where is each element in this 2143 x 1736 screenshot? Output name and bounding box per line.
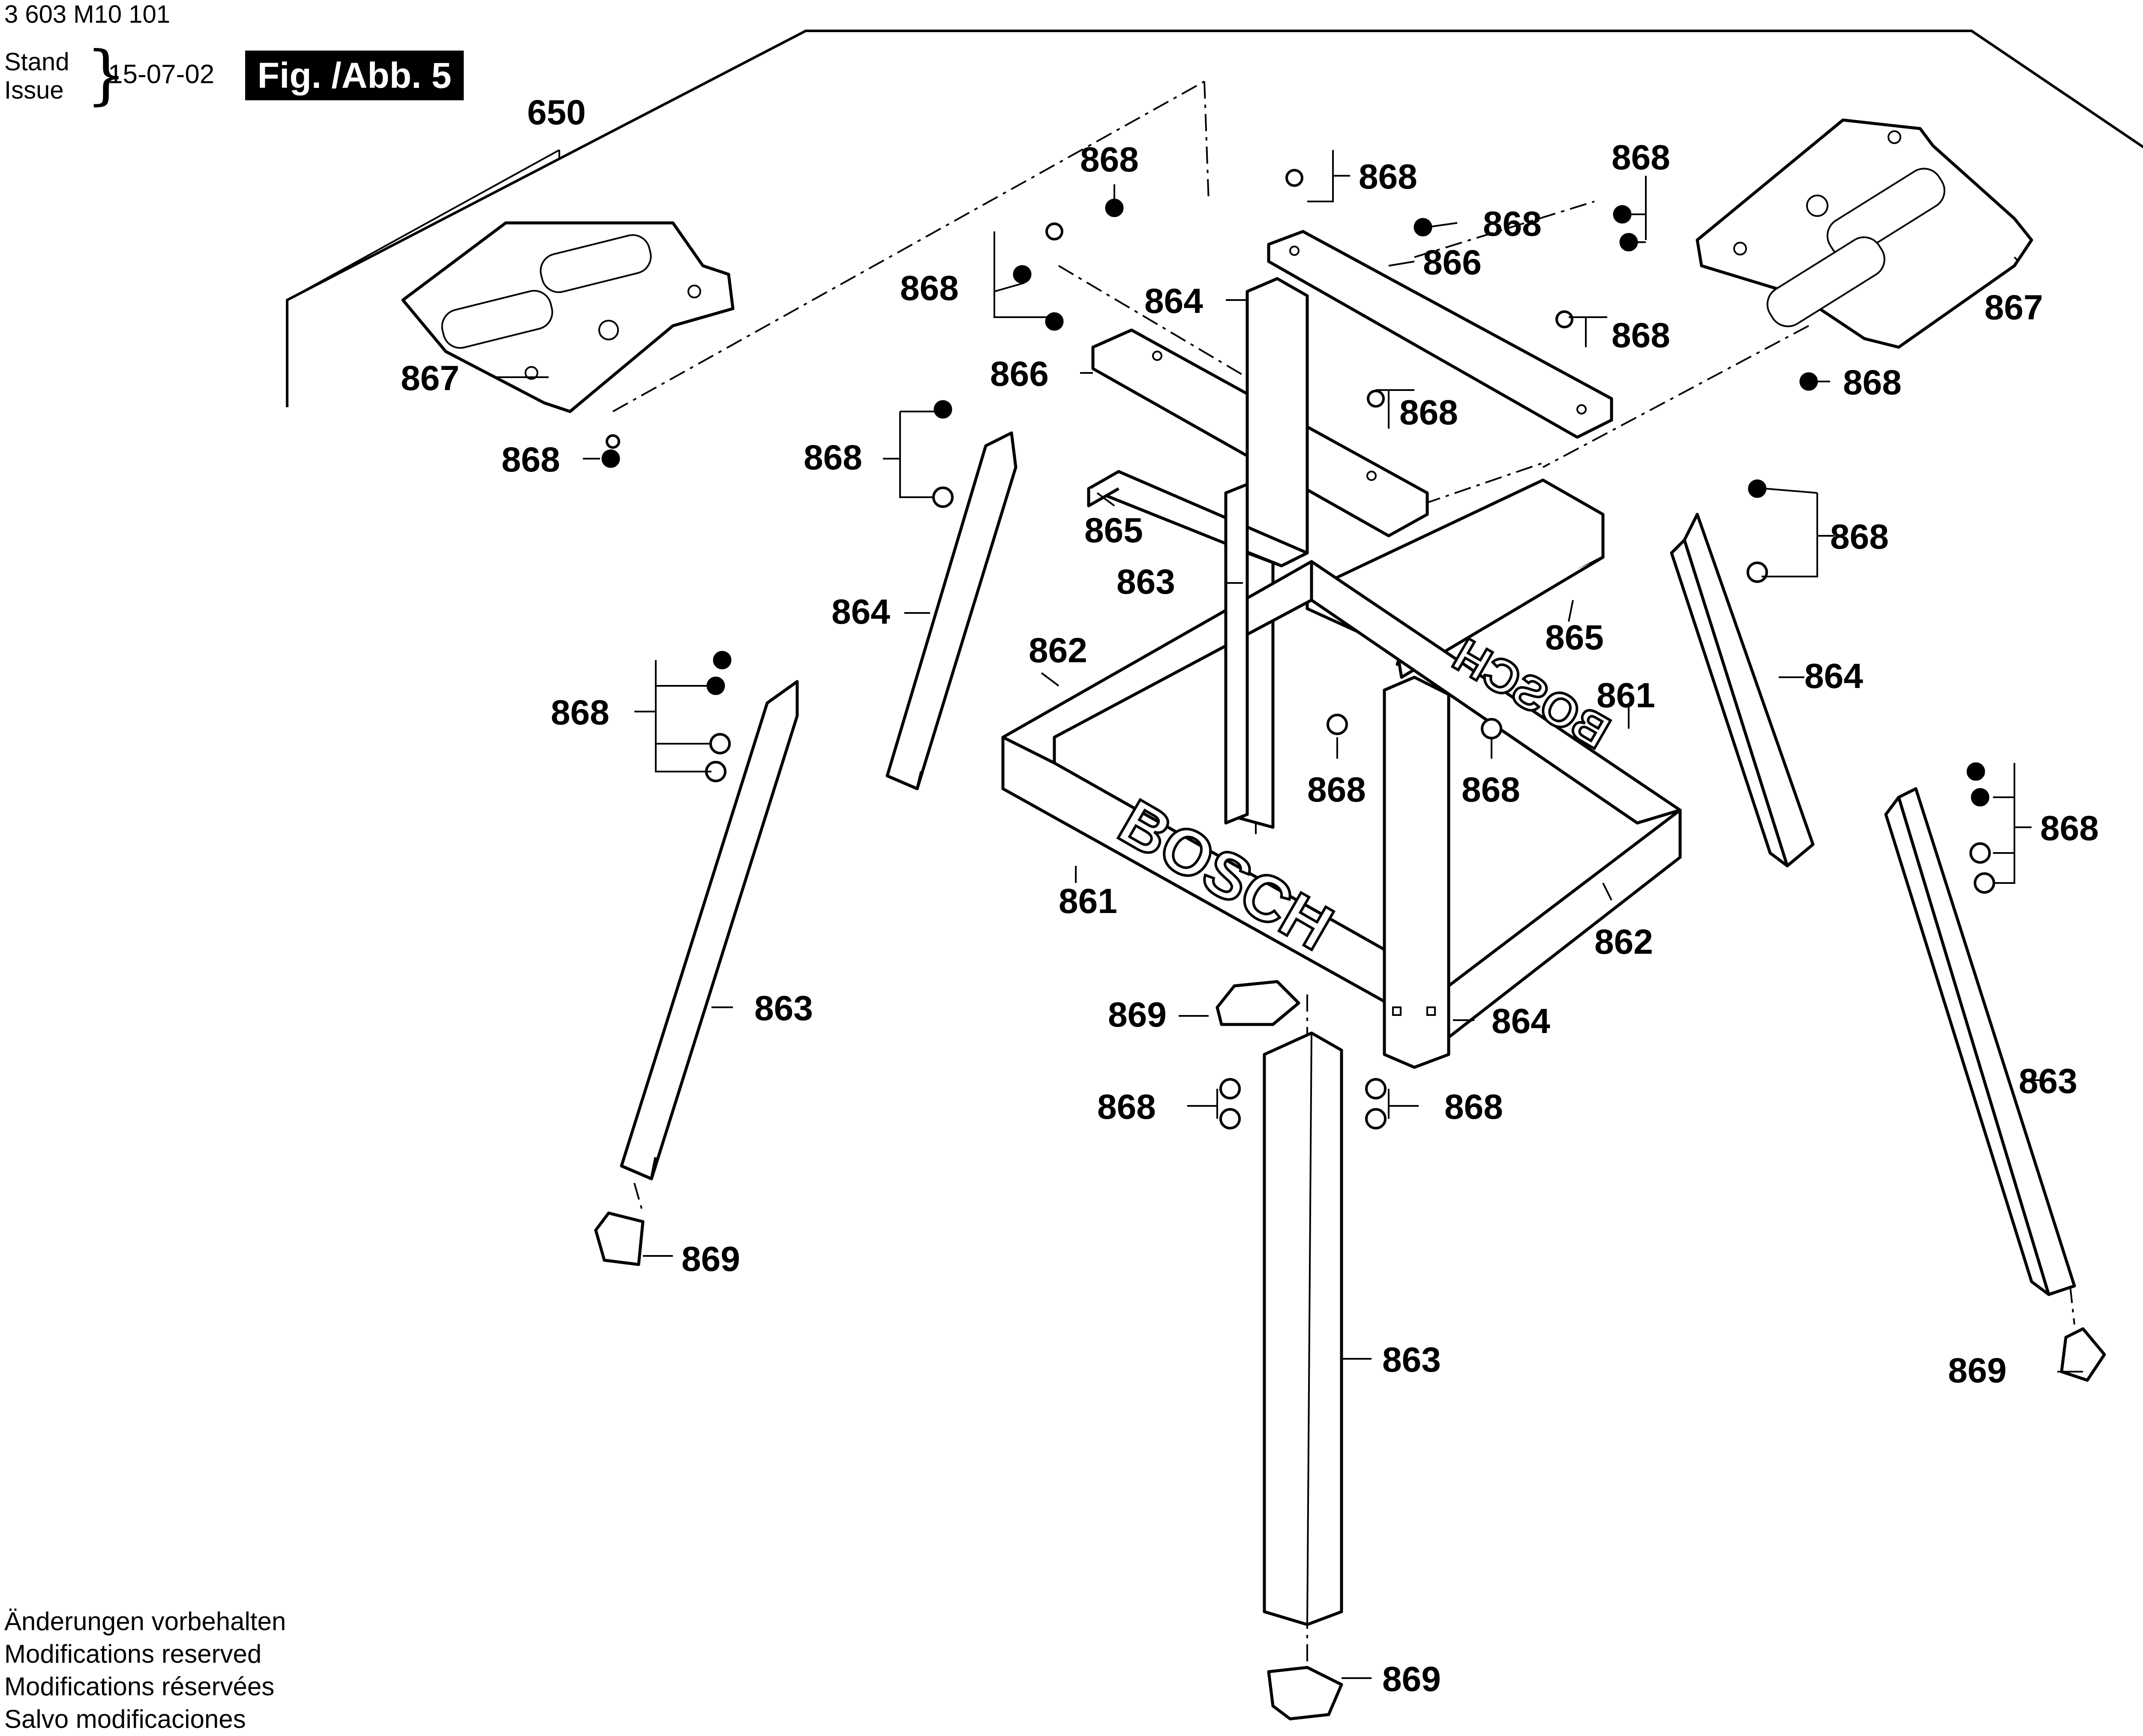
label-leaders bbox=[287, 149, 2083, 1679]
figure-badge: Fig. /Abb. 5 bbox=[245, 51, 464, 100]
label-868: 868 bbox=[1462, 770, 1520, 809]
note-fr: Modifications réservées bbox=[4, 1672, 275, 1701]
label-862: 862 bbox=[1594, 922, 1653, 961]
label-869: 869 bbox=[681, 1240, 740, 1279]
label-868: 868 bbox=[2040, 809, 2099, 848]
stand-frame: BOSCH BOSCH bbox=[1001, 560, 1682, 1039]
label-868: 868 bbox=[1399, 393, 1458, 432]
label-868: 868 bbox=[1097, 1087, 1156, 1126]
label-868: 868 bbox=[804, 438, 862, 477]
label-868: 868 bbox=[1612, 316, 1670, 355]
label-863: 863 bbox=[1117, 562, 1175, 601]
label-863: 863 bbox=[754, 989, 813, 1028]
label-868: 868 bbox=[1843, 363, 1902, 402]
label-864: 864 bbox=[1804, 657, 1863, 696]
document-number: 3 603 M10 101 bbox=[4, 0, 170, 28]
label-869: 869 bbox=[1382, 1660, 1441, 1699]
leg-bracket-right bbox=[1670, 513, 1815, 868]
label-868: 868 bbox=[1307, 770, 1366, 809]
mounting-plate-left bbox=[401, 221, 735, 413]
fastener-nuts bbox=[601, 198, 1990, 807]
issue-date: 15-07-02 bbox=[108, 60, 215, 89]
assembly-outline bbox=[286, 30, 2143, 407]
stand-label: Stand bbox=[4, 48, 69, 76]
label-868: 868 bbox=[1612, 138, 1670, 177]
label-865: 865 bbox=[1545, 618, 1604, 657]
label-866: 866 bbox=[990, 354, 1049, 393]
note-es: Salvo modificaciones bbox=[4, 1705, 246, 1733]
note-de: Änderungen vorbehalten bbox=[4, 1607, 286, 1636]
label-863: 863 bbox=[1382, 1340, 1441, 1379]
label-862: 862 bbox=[1029, 631, 1087, 670]
label-863: 863 bbox=[2019, 1062, 2077, 1101]
label-868: 868 bbox=[1830, 517, 1889, 556]
label-868: 868 bbox=[551, 693, 609, 732]
label-865: 865 bbox=[1084, 511, 1143, 550]
issue-label: Issue bbox=[4, 76, 64, 104]
label-861: 861 bbox=[1059, 882, 1117, 921]
leg-front bbox=[1263, 1031, 1343, 1626]
label-868: 868 bbox=[1444, 1087, 1503, 1126]
label-867: 867 bbox=[1984, 288, 2043, 327]
fastener-knobs bbox=[606, 169, 1995, 1129]
label-868: 868 bbox=[900, 269, 959, 308]
label-861: 861 bbox=[1597, 676, 1655, 715]
leg-left bbox=[620, 680, 799, 1180]
leg-bracket-front bbox=[1383, 676, 1450, 1069]
leg-bracket-left bbox=[885, 431, 1017, 790]
label-868: 868 bbox=[1483, 204, 1542, 243]
label-866: 866 bbox=[1423, 243, 1482, 282]
label-869: 869 bbox=[1948, 1351, 2007, 1390]
label-869: 869 bbox=[1108, 995, 1167, 1034]
label-868: 868 bbox=[501, 440, 560, 479]
leg-right bbox=[1884, 787, 2076, 1296]
label-868: 868 bbox=[1359, 157, 1417, 196]
part-labels: 650 868 868 868 868 866 868 864 867 868 … bbox=[401, 93, 2099, 1699]
label-868: 868 bbox=[1080, 140, 1139, 179]
label-864: 864 bbox=[831, 592, 890, 631]
label-650: 650 bbox=[527, 93, 586, 132]
label-864: 864 bbox=[1492, 1002, 1550, 1041]
mounting-plate-right bbox=[1696, 118, 2033, 349]
label-867: 867 bbox=[401, 359, 459, 398]
label-864: 864 bbox=[1144, 282, 1203, 321]
foot-caps bbox=[594, 980, 2106, 1721]
brace-symbol: } bbox=[86, 38, 127, 112]
cross-bar-rear bbox=[1267, 230, 1613, 439]
note-en: Modifications reserved bbox=[4, 1640, 262, 1668]
leg-rear bbox=[1224, 483, 1249, 825]
